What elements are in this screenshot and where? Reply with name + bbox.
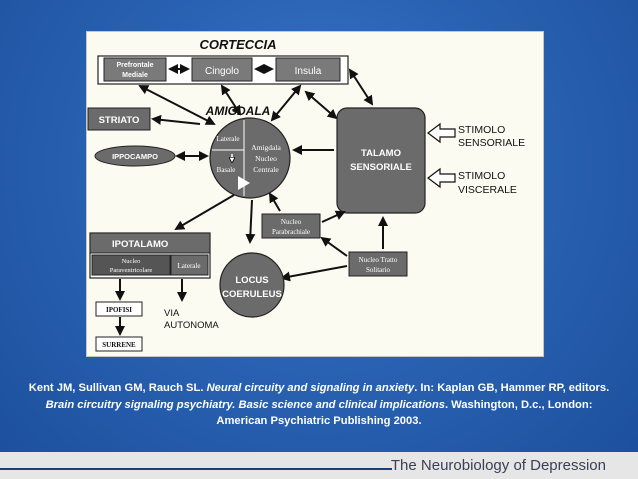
talamo-box [336, 107, 426, 214]
ipotalamo-laterale-box [170, 254, 209, 276]
tratto-solitario-box [348, 251, 408, 277]
insula-box [275, 57, 341, 82]
corteccia-label: CORTECCIA [199, 37, 276, 52]
amigdala-circle [209, 117, 291, 199]
cingolo-box [191, 57, 253, 82]
amigdala-nucleo-label-1: Amigdala [251, 143, 281, 152]
prefrontale-box [103, 57, 167, 82]
stimolo-sensoriale-label-2: SENSORIALE [458, 137, 525, 149]
arrow-amigdala-ipotalamo [174, 194, 235, 231]
via-autonoma-label-1: VIA [164, 308, 180, 319]
arrow-tratto-locus [280, 265, 348, 282]
arrow-insula-amigdala [270, 84, 302, 122]
stimolo-sensoriale-arrow-icon [427, 122, 456, 144]
parabrachiale-label-2: Parabrachiale [272, 228, 310, 236]
tratto-solitario-label-2: Solitario [366, 266, 391, 274]
citation-publisher: . Washington, D.c., London: American Psy… [216, 398, 593, 428]
via-autonoma-label-2: AUTONOMA [164, 320, 219, 331]
tratto-solitario-label-1: Nucleo Tratto [359, 256, 398, 264]
footer-title: The Neurobiology of Depression [390, 457, 606, 474]
ipotalamo-label: IPOTALAMO [112, 239, 168, 250]
stimolo-viscerale-label-2: VISCERALE [458, 184, 517, 196]
parabrachiale-box [261, 213, 321, 239]
paraventricolare-box [91, 254, 171, 276]
arrow-parabrachiale-amigdala [268, 192, 281, 212]
stimolo-viscerale-arrow-icon [427, 167, 456, 189]
arrow-corteccia-talamo [348, 68, 374, 106]
paraventricolare-label-1: Nucleo [122, 258, 141, 265]
locus-label-1: LOCUS [235, 275, 268, 286]
talamo-label-2: SENSORIALE [350, 162, 412, 173]
prefrontale-label-2: Mediale [122, 72, 148, 79]
basale-label: Basale [217, 166, 236, 174]
stimolo-viscerale-label-1: STIMOLO [458, 170, 505, 182]
ipofisi-label: IPOFISI [106, 306, 132, 314]
arrow-amigdala-locus [245, 199, 256, 244]
prefrontale-label-1: Prefrontale [117, 62, 154, 69]
arrow-parabrachiale-talamo [321, 210, 346, 223]
surrene-box [95, 336, 143, 352]
parabrachiale-label-1: Nucleo [281, 218, 302, 226]
citation-title: Neural circuity and signaling in anxiety [206, 382, 415, 394]
ippocampo-label: IPPOCAMPO [112, 152, 158, 161]
ipofisi-box [95, 301, 143, 317]
surrene-label: SURRENE [102, 341, 136, 349]
amigdala-nucleo-label-3: Centrale [253, 165, 279, 174]
footer-bar [0, 452, 638, 479]
citation-editors: . In: Kaplan GB, Hammer RP, editors. [414, 382, 610, 394]
footer-rule [0, 468, 392, 470]
amigdala-internal-arrow-icon [238, 176, 250, 190]
striato-label: STRIATO [99, 115, 140, 126]
citation-book: Brain circuitry signaling psychiatry. Ba… [45, 398, 445, 411]
citation-authors: Kent JM, Sullivan GM, Rauch SL. [28, 382, 207, 394]
citation: Kent JM, Sullivan GM, Rauch SL. Neural c… [20, 380, 618, 430]
arrow-cingolo-amigdala [220, 84, 242, 116]
arrow-insula-talamo [304, 90, 338, 120]
arrow-amigdala-striato [151, 114, 201, 125]
ipotalamo-header [89, 232, 211, 254]
cingolo-label: Cingolo [205, 66, 239, 77]
arrow-prefrontale-amigdala [138, 85, 216, 125]
paraventricolare-label-2: Paraventricolare [110, 267, 153, 274]
ipotalamo-laterale-label: Laterale [178, 262, 201, 270]
locus-label-2: COERULEUS [222, 289, 282, 300]
amigdala-nucleo-label-2: Nucleo [255, 154, 277, 163]
laterale-label: Laterale [217, 135, 240, 143]
arrow-tratto-parabrachiale [320, 236, 348, 257]
stimolo-sensoriale-label-1: STIMOLO [458, 124, 505, 136]
insula-label: Insula [295, 66, 322, 77]
locus-coeruleus-circle [219, 252, 285, 318]
talamo-label-1: TALAMO [361, 148, 401, 159]
